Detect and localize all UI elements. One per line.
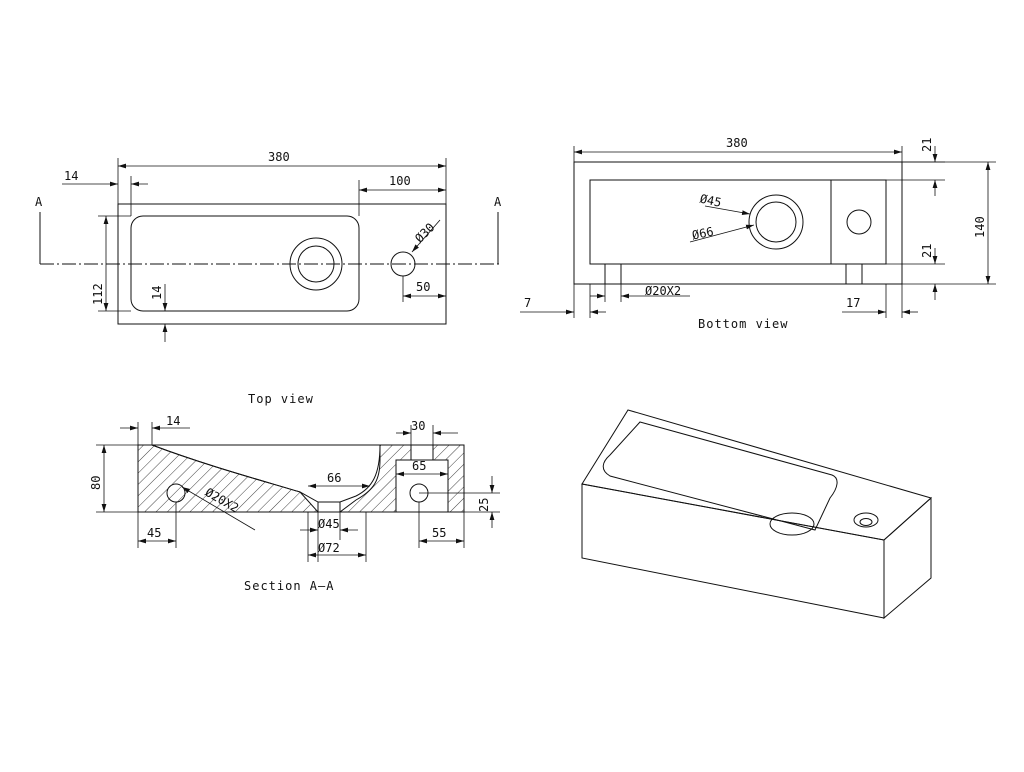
dim-edge: 14 (64, 169, 78, 183)
dim-bottom-length: 380 (726, 136, 748, 150)
dim-section-right-inner: 65 (412, 459, 426, 473)
iso-tap-hole (853, 512, 879, 528)
dim-right-offset: 17 (846, 296, 860, 310)
bottom-drain-inner (755, 201, 797, 243)
dim-section-height: 80 (89, 476, 103, 490)
dim-section-drain-inner: Ø45 (318, 517, 340, 531)
foot-left (604, 263, 622, 285)
bottom-inner-frame (589, 179, 887, 265)
dim-section-right-top: 30 (411, 419, 425, 433)
dim-length: 380 (268, 150, 290, 164)
bottom-view: 380 21 140 21 Ø45 Ø66 7 Ø20X2 (520, 136, 996, 331)
iso-side-face (883, 496, 932, 620)
dim-bottom-rim: 21 (920, 244, 934, 258)
dim-section-drain-width: 66 (327, 471, 341, 485)
dim-drain-inner: Ø45 (699, 192, 723, 210)
iso-front-face (581, 483, 885, 619)
dim-tap-offset: 50 (416, 280, 430, 294)
dim-top-rim: 21 (920, 138, 934, 152)
dim-left-offset: 7 (524, 296, 531, 310)
bottom-view-outline (573, 161, 903, 285)
dim-basin-offset: 100 (389, 174, 411, 188)
top-view-caption: Top view (248, 392, 314, 406)
iso-top-face (581, 409, 933, 541)
dim-tap-hole: Ø30 (412, 220, 437, 245)
bottom-drain-outer (748, 194, 804, 250)
dim-section-top-edge: 14 (166, 414, 180, 428)
section-view: 14 30 80 66 65 25 Ø20X2 45 (89, 414, 500, 593)
section-view-caption: Section A–A (244, 579, 334, 593)
dim-rim: 14 (150, 286, 164, 300)
iso-basin (602, 421, 838, 531)
iso-drain (769, 512, 815, 536)
top-view: A A 380 14 100 Ø30 112 14 50 Top view (35, 150, 502, 406)
dim-section-right-bottom: 55 (432, 526, 446, 540)
dim-section-left-bottom: 45 (147, 526, 161, 540)
isometric-view (581, 409, 933, 620)
bottom-tap-hole (846, 209, 872, 235)
dim-section-right-height: 25 (477, 498, 491, 512)
section-label-right: A (494, 195, 502, 209)
section-label-left: A (35, 195, 43, 209)
dim-section-drain-outer: Ø72 (318, 541, 340, 555)
dim-width: 112 (91, 283, 105, 305)
dim-height: 140 (973, 216, 987, 238)
foot-right (845, 263, 863, 285)
dim-drain-outer: Ø66 (691, 224, 715, 242)
dim-feet: Ø20X2 (645, 284, 681, 298)
bottom-view-caption: Bottom view (698, 317, 788, 331)
